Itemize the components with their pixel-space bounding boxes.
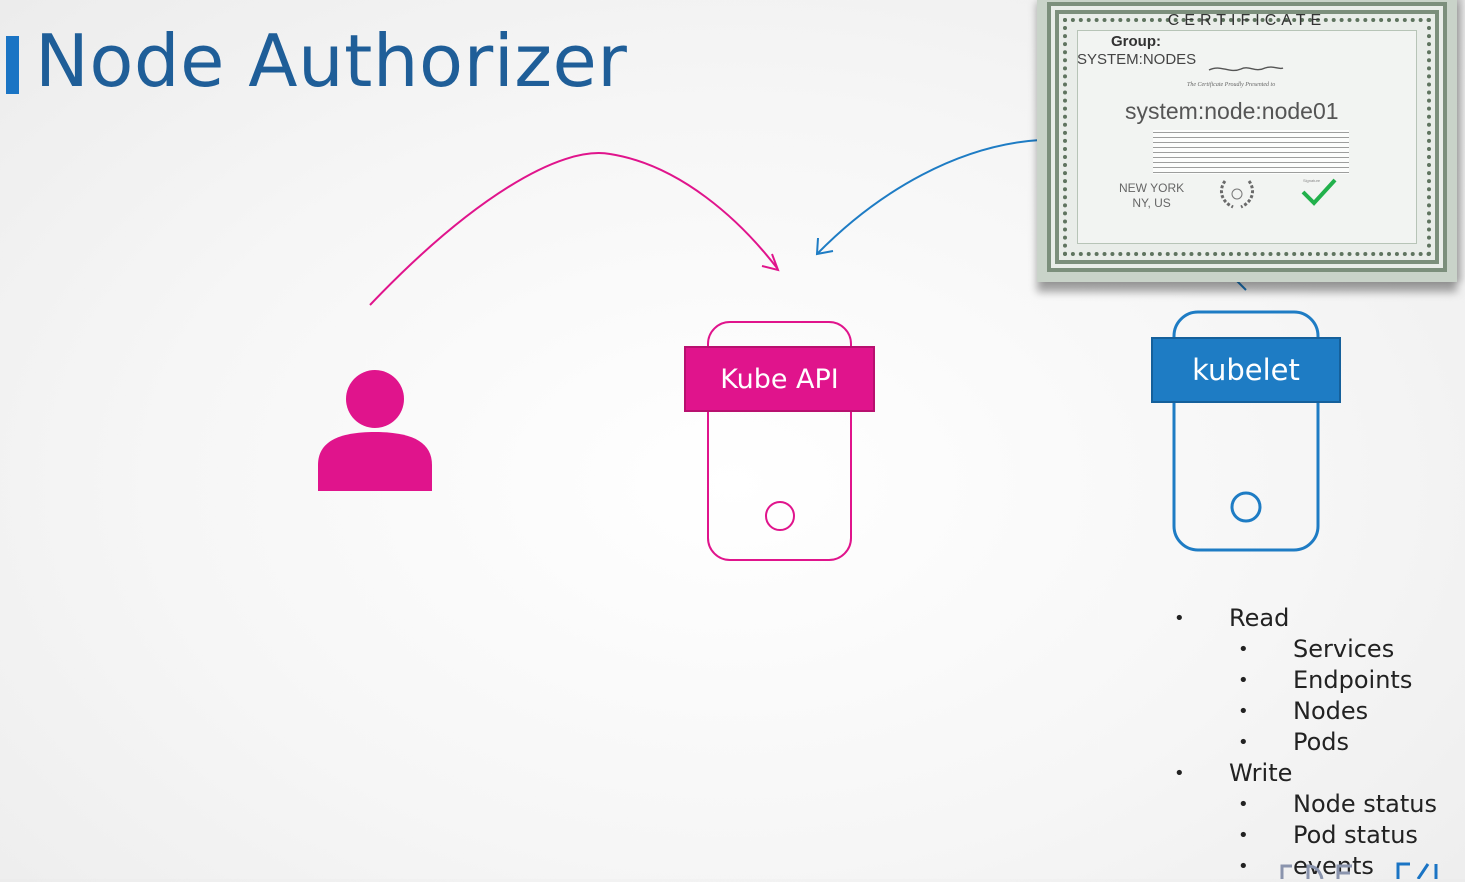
user-icon [318, 370, 432, 491]
kubeapi-device [707, 321, 852, 561]
read-item-services: Services [1170, 634, 1437, 665]
user-to-kubeapi-arrowhead [761, 253, 780, 272]
kubelet-device [1172, 310, 1320, 552]
write-heading: Write [1170, 758, 1437, 789]
write-item-events: events [1170, 851, 1437, 882]
user-to-kubeapi-arrow [369, 152, 778, 306]
kubelet-label: kubelet [1151, 337, 1341, 403]
page-title: Node Authorizer [35, 19, 628, 103]
write-item-node-status: Node status [1170, 789, 1437, 820]
certificate-body-lines [1153, 130, 1349, 174]
laurel-seal-icon [1219, 180, 1255, 209]
permissions-list: Read Services Endpoints Nodes Pods Write… [1170, 603, 1437, 882]
kubeapi-device-button-icon [765, 501, 795, 531]
certificate-city-line1: NEW YORK [1119, 181, 1185, 195]
read-item-endpoints: Endpoints [1170, 665, 1437, 696]
kubelet-to-kubeapi-arrowhead [815, 237, 834, 256]
certificate-subject: system:node:node01 [1125, 98, 1339, 124]
title-accent-bar [6, 36, 19, 94]
certificate-city: NEW YORK NY, US [1119, 181, 1184, 211]
checkmark-icon [1301, 178, 1337, 206]
read-item-nodes: Nodes [1170, 696, 1437, 727]
kubelet-device-button-icon [1230, 491, 1262, 523]
kubelet-to-kubeapi-arrow [817, 139, 1041, 254]
certificate-group-label: Group: [1111, 33, 1161, 50]
certificate-presented-text: The Certificate Proudly Presented to [1187, 82, 1276, 88]
slide-title: Node Authorizer [6, 22, 627, 100]
certificate: CERTIFICATE Group: SYSTEM:NODES The Cert… [1037, 0, 1457, 282]
certificate-city-line2: NY, US [1132, 196, 1171, 210]
kubeapi-label: Kube API [684, 346, 875, 412]
certificate-heading: CERTIFICATE [1167, 12, 1327, 29]
certificate-check-label: Signature [1303, 178, 1321, 183]
write-item-pod-status: Pod status [1170, 820, 1437, 851]
flourish-icon [1208, 66, 1284, 72]
read-heading: Read [1170, 603, 1437, 634]
certificate-group-value: SYSTEM:NODES [1077, 51, 1197, 68]
read-item-pods: Pods [1170, 727, 1437, 758]
brand-logo-icon [1280, 862, 1438, 879]
